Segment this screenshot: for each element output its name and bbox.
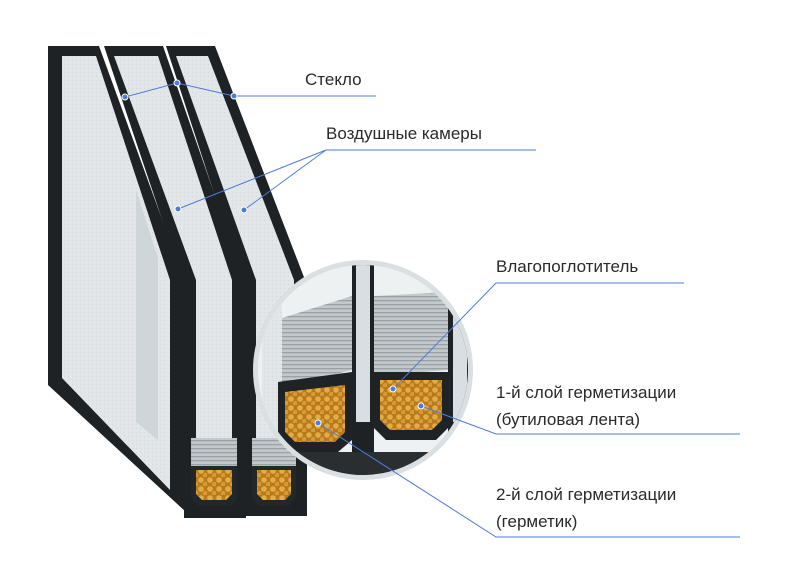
glass-pane-middle: [114, 56, 232, 500]
zoom-spacer-right: [372, 372, 450, 440]
glass-unit-illustration: [48, 46, 307, 518]
leader-lines: [121, 79, 740, 538]
label-seal-layer-1-line1: 1-й слой герметизации: [496, 383, 676, 402]
label-seal-layer-2-line1: 2-й слой герметизации: [496, 485, 676, 504]
spacer-small-1: [191, 438, 237, 506]
spacer-small-2: [252, 438, 296, 506]
label-glass: Стекло: [305, 70, 362, 89]
label-desiccant: Влагопоглотитель: [496, 257, 638, 276]
label-seal-layer-1-line2: (бутиловая лента): [496, 410, 640, 429]
label-air-chambers: Воздушные камеры: [326, 124, 482, 143]
label-seal-layer-2-line2: (герметик): [496, 512, 577, 531]
zoom-spacer-left: [278, 372, 352, 452]
